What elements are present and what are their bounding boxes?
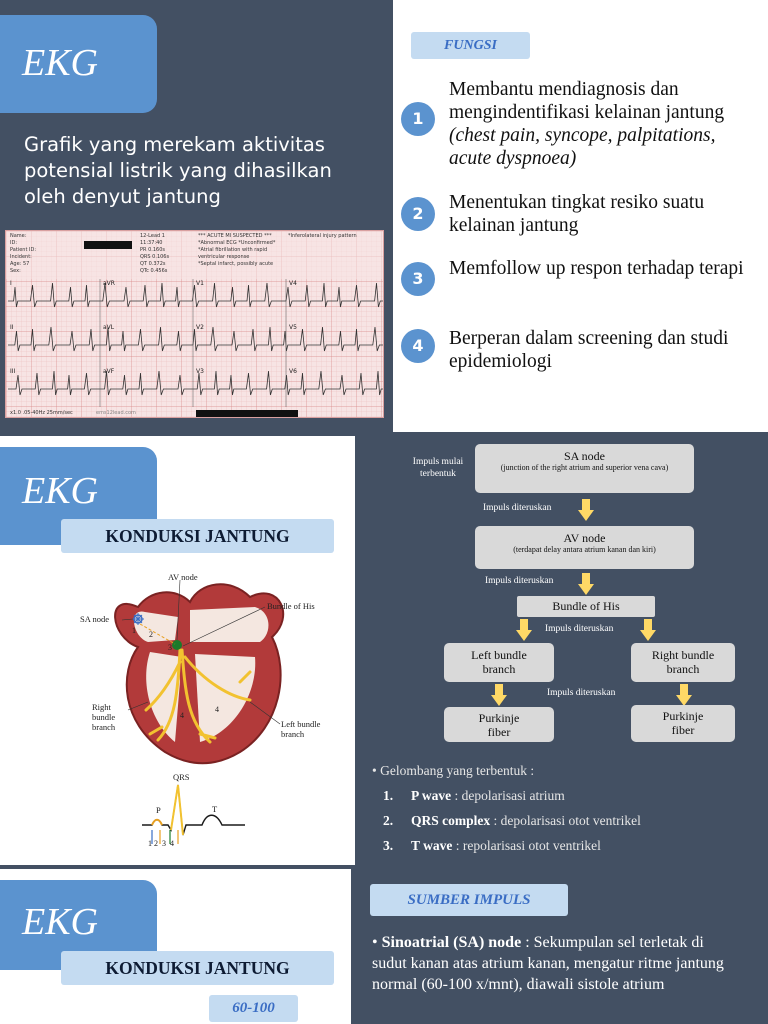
flow-left-bundle: Left bundle branch (444, 643, 554, 682)
label-right-bundle: Right bundle branch (92, 702, 116, 732)
ekg-description: Grafik yang merekam aktivitas potensial … (24, 133, 332, 208)
sumber-impuls-tag: SUMBER IMPULS (370, 884, 568, 916)
ecg-waveform-small (142, 784, 245, 844)
ecg-lead-label: V2 (196, 324, 204, 331)
flow-arrow-1 (578, 499, 594, 521)
fungsi-item-4: Berperan dalam screening dan studi epide… (449, 328, 729, 372)
fungsi-number-4: 4 (401, 329, 435, 363)
label-n1: 1 (132, 626, 136, 635)
ecg-strip-graphic (6, 231, 383, 417)
ecg-lead-label: II (10, 324, 14, 331)
heart-diagram (114, 579, 285, 765)
label-av-node: AV node (168, 572, 198, 582)
ecg-watermark: ems12lead.com (96, 410, 136, 416)
label-n2: 2 (149, 630, 153, 639)
ekg-title: EKG (22, 470, 98, 512)
fungsi-number-3: 3 (401, 262, 435, 296)
rate-tag: 60-100 (209, 995, 298, 1022)
fungsi-item-2: Menentukan tingkat resiko suatu kelainan… (449, 192, 705, 236)
fungsi-item-3: Memfollow up respon terhadap terapi (449, 258, 744, 279)
ecg-lead-label: V4 (289, 280, 297, 287)
fungsi-item-1: Membantu mendiagnosis dan mengindentifik… (449, 79, 725, 169)
ecg-lead-label: V6 (289, 368, 297, 375)
flow-av-node: AV node (terdapat delay antara atrium ka… (475, 526, 694, 569)
ecg-header-right: *** ACUTE MI SUSPECTED *** *Abnormal ECG… (198, 233, 276, 267)
label-n4a: 4 (180, 711, 184, 720)
fungsi-number-2: 2 (401, 197, 435, 231)
flow-purkinje-left: Purkinje fiber (444, 707, 554, 742)
ecg-trace-row (8, 326, 383, 352)
label-n4b: 4 (215, 705, 219, 714)
flow-arrow-4 (640, 619, 656, 641)
ecg-strip: Name: ID: Patient ID: Incident: Age: 57 … (5, 230, 384, 418)
ecg-lead-label: aVL (103, 324, 115, 331)
flow-impuls-mulai: Impuls mulai terbentuk (412, 457, 464, 479)
flow-arrow-3 (516, 619, 532, 641)
ecg-trace-row (8, 282, 383, 308)
flow-arrow-6 (676, 684, 692, 706)
flow-purkinje-right: Purkinje fiber (631, 705, 735, 742)
fungsi-number-1: 1 (401, 102, 435, 136)
flow-sa-node: SA node (junction of the right atrium an… (475, 444, 694, 493)
ecg-footer: x1.0 .05-40Hz 25mm/sec (10, 410, 73, 416)
ecg-label-t: T (212, 804, 218, 814)
slide3-left-strip (0, 865, 351, 869)
ecg-header-far: *Inferolateral injury pattern (288, 233, 357, 239)
label-n3: 3 (168, 643, 172, 652)
ecg-lead-label: I (10, 280, 12, 287)
ecg-lead-label: V3 (196, 368, 204, 375)
flow-bundle-of-his: Bundle of His (517, 596, 655, 617)
label-left-bundle: Left bundle branch (281, 719, 321, 739)
ekg-title: EKG (22, 901, 98, 943)
ekg-title: EKG (22, 42, 98, 84)
label-bundle-of-his: Bundle of His (267, 601, 315, 611)
wave-item: 3.T wave : repolarisasi otot ventrikel (383, 838, 601, 853)
ecg-trace-row (8, 370, 383, 396)
konduksi-label: KONDUKSI JANTUNG (61, 951, 334, 985)
wave-item: 1.P wave : depolarisasi atrium (383, 788, 565, 803)
flow-impuls-diteruskan-4: Impuls diteruskan (547, 688, 616, 698)
slide1-ekg-tab: EKG (0, 15, 157, 113)
slide2-left-strip (0, 432, 355, 436)
ecg-lead-label: aVF (103, 368, 115, 375)
flow-arrow-2 (578, 573, 594, 595)
ecg-label-p: P (156, 805, 161, 815)
ecg-label-nums: 1 2 3 4 (148, 839, 174, 848)
ecg-lead-label: V5 (289, 324, 297, 331)
flow-impuls-diteruskan-1: Impuls diteruskan (483, 503, 552, 513)
fungsi-tag: FUNGSI (411, 32, 530, 59)
slide1-right-panel (393, 0, 768, 432)
ecg-lead-label: III (10, 368, 16, 375)
flow-arrow-5 (491, 684, 507, 706)
flow-impuls-diteruskan-3: Impuls diteruskan (545, 624, 614, 634)
waves-intro: • Gelombang yang terbentuk : (372, 763, 535, 778)
sa-node-description: • Sinoatrial (SA) node : Sekumpulan sel … (372, 934, 724, 993)
wave-item: 2.QRS complex : depolarisasi otot ventri… (383, 813, 641, 828)
konduksi-label: KONDUKSI JANTUNG (61, 519, 334, 553)
ecg-label-qrs: QRS (173, 772, 190, 782)
ecg-lead-label: V1 (196, 280, 204, 287)
flow-impuls-diteruskan-2: Impuls diteruskan (485, 576, 554, 586)
flow-right-bundle: Right bundle branch (631, 643, 735, 682)
waves-list: • Gelombang yang terbentuk : 1.P wave : … (372, 758, 762, 858)
label-sa-node: SA node (80, 614, 110, 624)
ecg-header-mid: 12-Lead 1 11:37:40 PR 0.160s QRS 0.106s … (140, 233, 170, 274)
ecg-header-left: Name: ID: Patient ID: Incident: Age: 57 … (10, 233, 37, 274)
ecg-lead-label: aVR (103, 280, 115, 287)
